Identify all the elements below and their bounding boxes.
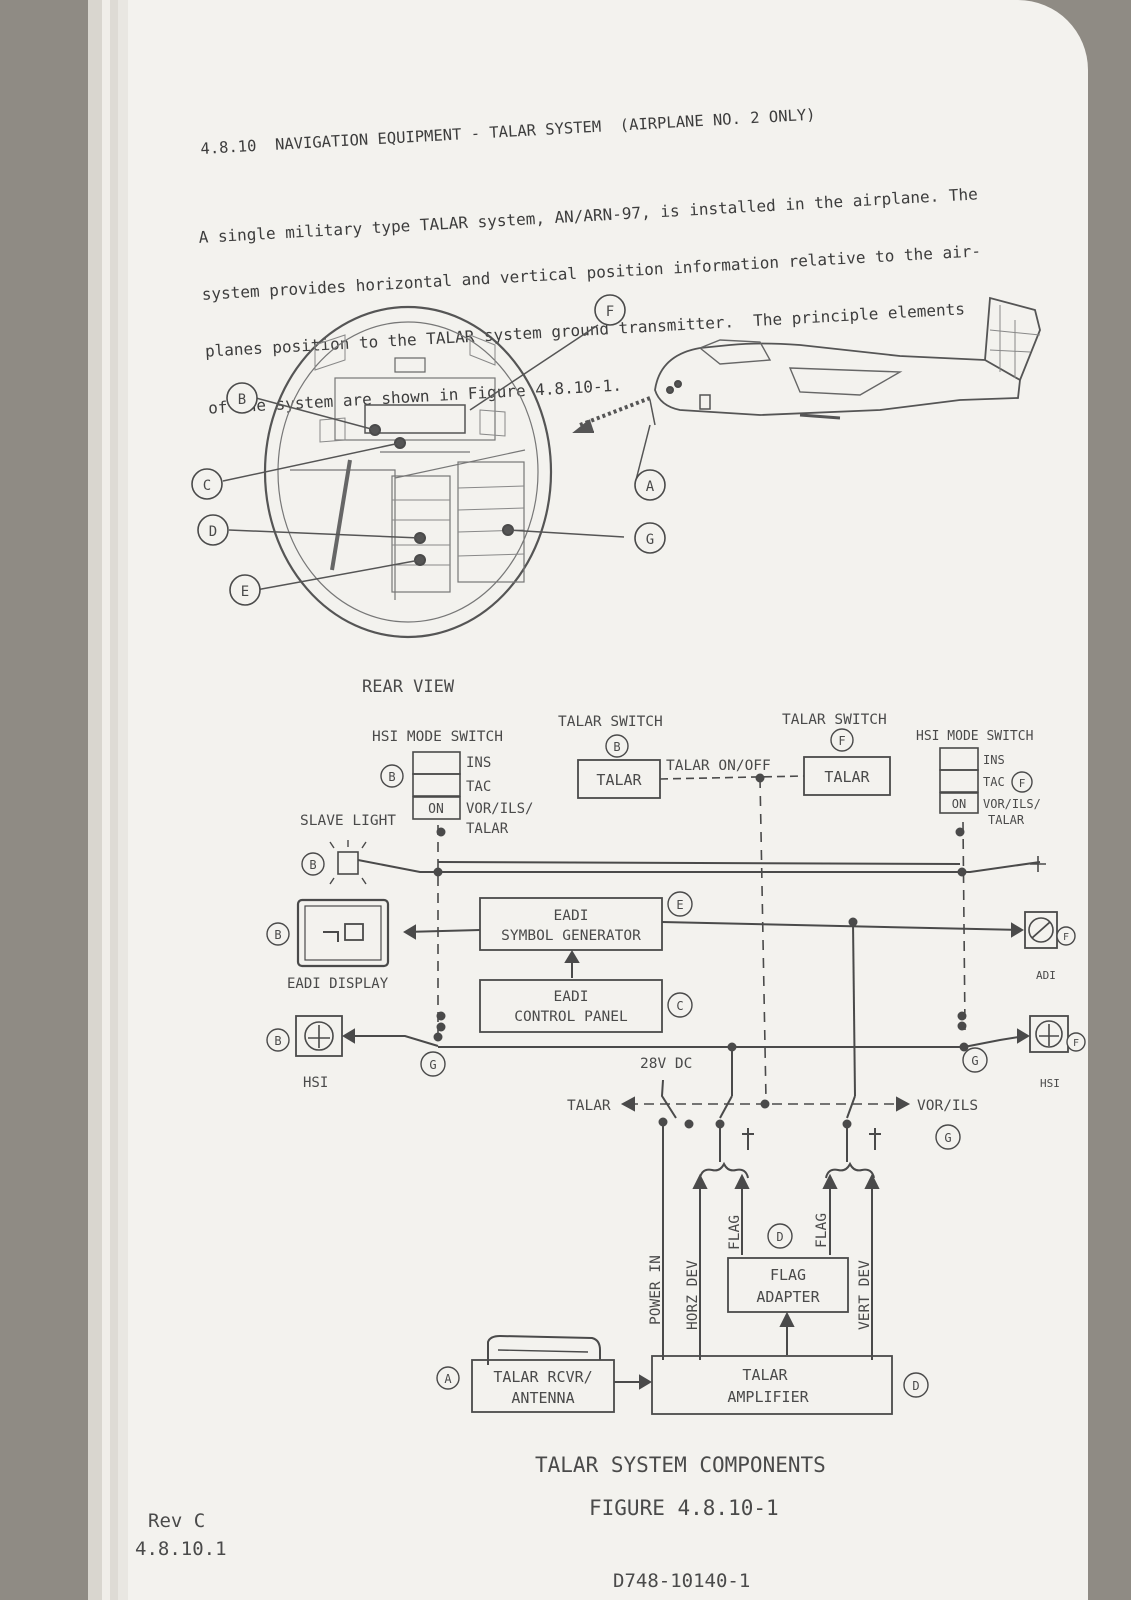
svg-text:TALAR: TALAR (466, 821, 509, 837)
svg-text:TALAR: TALAR (596, 771, 642, 789)
svg-text:TALAR SWITCH: TALAR SWITCH (782, 712, 887, 728)
svg-text:TALAR: TALAR (824, 768, 870, 786)
svg-text:ADI: ADI (1036, 969, 1056, 982)
svg-text:F: F (1073, 1038, 1079, 1049)
callout-leaders (222, 324, 651, 591)
svg-text:VOR/ILS/: VOR/ILS/ (466, 801, 533, 817)
svg-text:G: G (971, 1054, 978, 1068)
svg-text:ANTENNA: ANTENNA (511, 1389, 574, 1407)
svg-text:E: E (241, 584, 249, 600)
svg-text:ON: ON (428, 802, 444, 817)
svg-text:B: B (238, 392, 246, 408)
svg-text:TALAR: TALAR (567, 1098, 611, 1114)
svg-text:FLAG: FLAG (814, 1213, 830, 1248)
svg-text:AMPLIFIER: AMPLIFIER (727, 1388, 809, 1406)
svg-text:VOR/ILS: VOR/ILS (917, 1098, 978, 1114)
footer-document-number: D748-10140-1 (613, 1570, 750, 1592)
svg-text:VOR/ILS/: VOR/ILS/ (983, 797, 1041, 811)
callout-circles: B C D E F A G (191, 294, 666, 606)
svg-text:TAC: TAC (466, 779, 491, 795)
svg-text:SLAVE LIGHT: SLAVE LIGHT (300, 813, 396, 829)
svg-text:EADI: EADI (554, 989, 589, 1005)
svg-text:HSI MODE SWITCH: HSI MODE SWITCH (372, 729, 503, 745)
svg-text:F: F (606, 304, 614, 320)
svg-text:TALAR SWITCH: TALAR SWITCH (558, 714, 663, 730)
svg-text:D: D (776, 1230, 783, 1244)
svg-text:G: G (944, 1131, 951, 1145)
svg-text:TALAR: TALAR (742, 1366, 788, 1384)
callout-c (191, 468, 223, 500)
callout-b (226, 382, 258, 414)
svg-text:TALAR RCVR/: TALAR RCVR/ (493, 1368, 592, 1386)
footer-page-number: 4.8.10.1 (135, 1538, 227, 1560)
svg-text:TAC: TAC (983, 775, 1005, 789)
rear-view-caption: REAR VIEW (362, 677, 455, 697)
figure-number: FIGURE 4.8.10-1 (589, 1496, 779, 1520)
footer-revision: Rev C (148, 1510, 205, 1532)
svg-text:B: B (613, 740, 620, 754)
svg-text:ON: ON (952, 797, 966, 811)
callout-d (197, 514, 229, 546)
svg-text:A: A (444, 1372, 452, 1386)
svg-text:CONTROL PANEL: CONTROL PANEL (514, 1009, 628, 1025)
svg-text:HSI: HSI (303, 1075, 328, 1091)
svg-text:D: D (912, 1379, 919, 1393)
airplane-side-view (572, 296, 1041, 433)
svg-text:G: G (646, 532, 654, 548)
svg-text:B: B (388, 770, 395, 784)
callout-a (634, 469, 666, 501)
svg-text:VERT DEV: VERT DEV (857, 1260, 873, 1330)
svg-text:C: C (203, 478, 211, 494)
svg-text:INS: INS (983, 753, 1005, 767)
svg-text:INS: INS (466, 755, 491, 771)
svg-text:TALAR ON/OFF: TALAR ON/OFF (666, 758, 771, 774)
svg-text:B: B (309, 858, 316, 872)
svg-text:SYMBOL GENERATOR: SYMBOL GENERATOR (501, 928, 641, 944)
svg-text:HSI: HSI (1040, 1077, 1060, 1090)
svg-text:A: A (646, 479, 655, 495)
svg-text:HORZ DEV: HORZ DEV (685, 1260, 701, 1330)
svg-text:FLAG: FLAG (770, 1266, 806, 1284)
svg-text:F: F (1063, 932, 1069, 943)
svg-text:B: B (274, 928, 281, 942)
svg-text:B: B (274, 1034, 281, 1048)
callout-f (594, 294, 626, 326)
rear-view-illustration (263, 305, 553, 639)
svg-text:C: C (676, 999, 683, 1013)
svg-text:E: E (676, 898, 683, 912)
callout-e (229, 574, 261, 606)
svg-text:F: F (1019, 777, 1026, 790)
callout-g (634, 522, 666, 554)
figure-title: TALAR SYSTEM COMPONENTS (535, 1453, 826, 1477)
svg-text:HSI MODE SWITCH: HSI MODE SWITCH (916, 729, 1033, 744)
document-page (128, 0, 1088, 1600)
svg-text:TALAR: TALAR (988, 813, 1025, 827)
svg-text:EADI DISPLAY: EADI DISPLAY (287, 976, 389, 992)
svg-text:F: F (838, 734, 845, 748)
schematic-diagram: HSI MODE SWITCH ON INS TAC VOR/ILS/ TALA… (266, 712, 1086, 1415)
svg-text:D: D (209, 524, 217, 540)
svg-text:FLAG: FLAG (727, 1215, 743, 1250)
svg-text:ADAPTER: ADAPTER (756, 1288, 820, 1306)
svg-text:G: G (429, 1058, 436, 1072)
svg-text:EADI: EADI (554, 908, 589, 924)
svg-text:POWER IN: POWER IN (648, 1255, 664, 1325)
svg-text:28V DC: 28V DC (640, 1056, 692, 1072)
